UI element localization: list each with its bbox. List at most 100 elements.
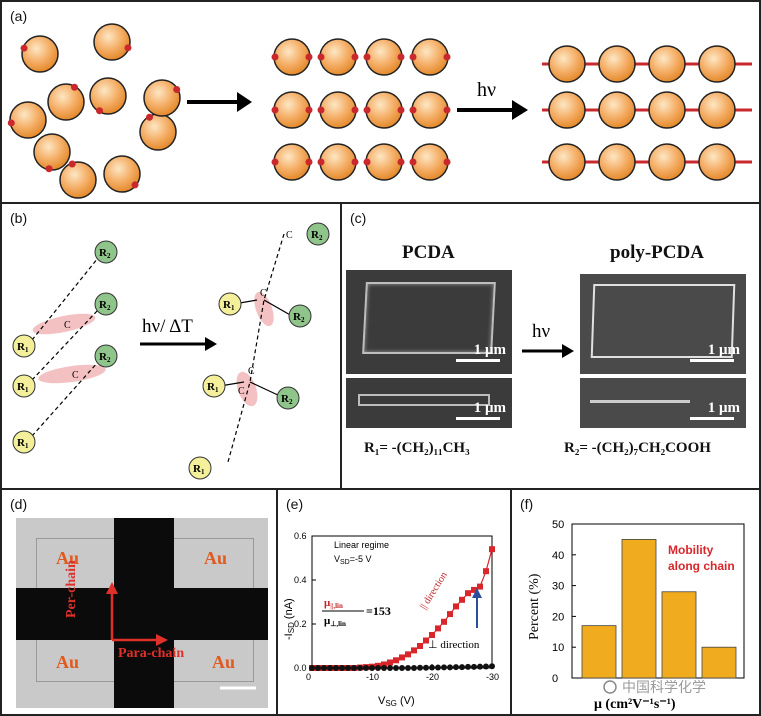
perp-data-point <box>399 665 405 671</box>
y-tick-label: 0.2 <box>294 619 307 629</box>
ordered-monomer <box>409 38 451 76</box>
perp-data-point <box>327 665 333 671</box>
perp-data-point <box>333 665 339 671</box>
r1-group: R1 <box>12 334 36 358</box>
svg-text:R1: R1 <box>223 299 235 312</box>
panel-a-graphic: hν <box>7 23 752 199</box>
x-tick-label: -20 <box>426 672 439 682</box>
side-bond <box>263 299 293 317</box>
parallel-data-point <box>429 632 435 638</box>
perp-data-point <box>411 665 417 671</box>
para-chain-label: Para-chain <box>118 646 185 661</box>
au-label-tl: Au <box>56 548 80 568</box>
scale-label: 1 μm <box>707 342 740 358</box>
perp-data-point <box>345 665 351 671</box>
y-axis-label: Percent (%) <box>527 573 542 640</box>
y-tick-label: 0.0 <box>294 663 307 673</box>
svg-text:R1: R1 <box>17 341 29 354</box>
ordered-monomer <box>317 143 359 181</box>
ordered-monomer <box>317 91 359 129</box>
scale-label: 1 μm <box>473 400 506 416</box>
perp-data-point <box>351 665 357 671</box>
ordered-monomer <box>317 38 359 76</box>
carbon-atom: C <box>260 288 267 299</box>
perp-data-point <box>489 663 495 670</box>
r1-group: R1 <box>188 456 212 480</box>
svg-text:R2: R2 <box>293 311 305 324</box>
r1-group: R1 <box>202 374 226 398</box>
svg-text:R1: R1 <box>207 381 219 394</box>
scale-bar <box>456 359 500 362</box>
disordered-monomer <box>59 160 97 199</box>
polymerized-monomer <box>598 143 636 181</box>
r2-group: R2 <box>94 344 118 368</box>
y-tick-label: 30 <box>552 581 564 593</box>
histogram-bar <box>581 625 617 679</box>
scale-label: 1 μm <box>707 400 740 416</box>
panel-label-c: (c) <box>350 210 367 226</box>
panel-c-arrow: hν <box>522 321 574 358</box>
svg-text:R2: R2 <box>99 351 111 364</box>
perp-data-point <box>387 665 393 671</box>
monomer-backbone <box>31 309 99 381</box>
iv-chart: 0-10-20-300.00.20.40.6 Linear regime VSD… <box>283 531 499 708</box>
ordered-monomer <box>409 143 451 181</box>
perp-data-point <box>471 663 477 670</box>
r2-group: R2 <box>94 292 118 316</box>
disordered-monomer <box>47 83 85 121</box>
scale-bar <box>456 417 500 420</box>
parallel-data-point <box>381 661 387 668</box>
perp-data-point <box>423 664 429 671</box>
device-image: Au Au Au Au Per-chain Para-chain <box>16 518 268 708</box>
histogram-bar <box>621 539 657 679</box>
parallel-label: || direction <box>418 570 450 611</box>
disordered-monomer <box>103 155 141 193</box>
parallel-data-point <box>453 603 459 610</box>
disordered-monomer <box>143 79 181 117</box>
perp-data-point <box>477 663 483 670</box>
arrow-b-head <box>205 337 217 351</box>
sem-poly-top: 1 μm <box>580 274 746 374</box>
perp-data-point <box>339 665 345 671</box>
y-tick-label: 0.4 <box>294 575 307 585</box>
r1-group: R1 <box>12 374 36 398</box>
watermark-icon <box>603 680 617 694</box>
perp-data-point <box>381 665 387 671</box>
polymerized-monomer <box>548 143 586 181</box>
perp-data-point <box>435 664 441 671</box>
perp-label: ⊥ direction <box>428 639 480 651</box>
disordered-monomer <box>7 101 47 139</box>
polymerized-monomer <box>548 45 586 83</box>
sem-poly-bottom: 1 μm <box>580 378 746 428</box>
polymerized-monomer <box>698 143 736 181</box>
overlap-highlight <box>32 313 96 335</box>
histogram-bar <box>661 591 697 679</box>
parallel-data-point <box>393 657 399 664</box>
svg-text:R1: R1 <box>17 381 29 394</box>
panel-label-b: (b) <box>10 210 28 226</box>
panel-label-f: (f) <box>520 496 534 512</box>
ratio-numerator: μ||,lin <box>324 597 343 610</box>
panel-d: (d) Au Au Au Au Per-chain Para-chain <box>0 488 278 716</box>
r1-group: R1 <box>12 430 36 454</box>
polymerized-monomer <box>548 91 586 129</box>
scale-bar <box>690 417 734 420</box>
polymer-backbone <box>227 233 285 463</box>
polymerized-monomer <box>648 143 686 181</box>
r2-group: R2 <box>276 386 300 410</box>
overlap-highlight <box>236 371 258 407</box>
polymerized-monomer <box>598 45 636 83</box>
y-tick-label: 0 <box>552 673 558 685</box>
parallel-data-point <box>417 643 423 649</box>
perp-data-point <box>453 664 459 671</box>
ordered-monomer <box>363 38 405 76</box>
hv-label-a: hν <box>477 79 496 101</box>
y-tick-label: 40 <box>552 550 564 562</box>
panel-label-a: (a) <box>10 8 28 24</box>
x-axis-label: VSG (V) <box>378 695 415 708</box>
ordered-monomer <box>271 91 313 129</box>
x-tick-label: 0 <box>306 672 311 682</box>
